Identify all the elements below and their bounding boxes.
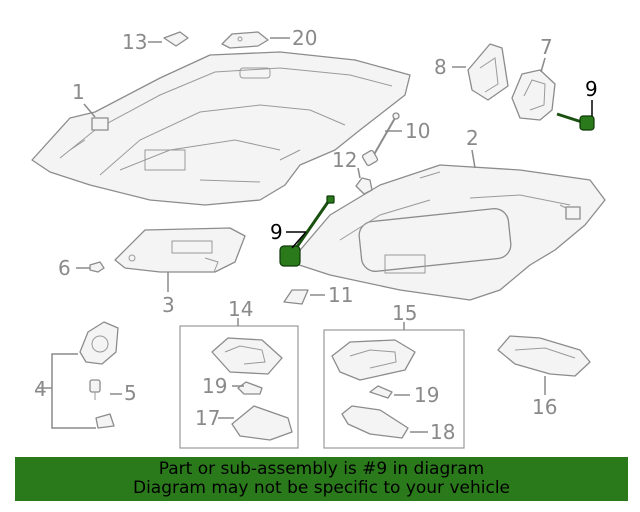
callout-11: 11 (328, 283, 353, 307)
screw-part-5 (89, 379, 101, 400)
callout-16: 16 (532, 395, 557, 419)
harness-part-10 (361, 112, 400, 167)
callout-2: 2 (466, 126, 479, 150)
callout-12: 12 (332, 148, 357, 172)
callout-5: 5 (124, 381, 137, 405)
console-part-16 (497, 335, 591, 377)
headliner-part-1 (31, 51, 411, 206)
lamp-part-4 (79, 321, 119, 429)
callout-9-harness: 9 (270, 220, 283, 244)
callout-7: 7 (540, 35, 553, 59)
callout-9-bolt: 9 (585, 77, 598, 101)
highlighted-part-9-harness (279, 195, 335, 267)
callout-13: 13 (122, 30, 147, 54)
assembly-box-14 (179, 325, 299, 449)
headliner-part-2 (289, 164, 606, 301)
clip-part-12 (355, 177, 373, 195)
callout-19-box15: 19 (414, 383, 439, 407)
banner-line-2: Diagram may not be specific to your vehi… (132, 478, 510, 498)
callout-18: 18 (430, 420, 455, 444)
callout-15: 15 (392, 301, 417, 325)
callout-20: 20 (292, 26, 317, 50)
assembly-box-15 (323, 329, 465, 449)
callout-6: 6 (58, 256, 71, 280)
handle-part-8 (467, 43, 509, 101)
callout-1: 1 (72, 80, 85, 104)
callout-10: 10 (405, 119, 430, 143)
callout-19-box14: 19 (202, 374, 227, 398)
leader-lines (38, 37, 593, 433)
clip-part-13 (163, 31, 189, 47)
bezel-part-11 (283, 289, 309, 305)
highlighted-part-9-bolt (556, 112, 595, 131)
sun-visor-part-3 (114, 227, 246, 273)
hook-part-7 (511, 69, 556, 121)
clip-part-6 (89, 261, 105, 273)
banner-line-1: Part or sub-assembly is #9 in diagram (158, 459, 485, 479)
callout-3: 3 (162, 293, 175, 317)
bracket-part-20 (221, 31, 269, 49)
callout-8: 8 (434, 55, 447, 79)
callout-labels: 1 2 3 4 5 6 7 8 9 9 10 11 12 13 14 15 16… (34, 26, 598, 444)
callout-17: 17 (195, 406, 220, 430)
callout-4: 4 (34, 377, 47, 401)
callout-14: 14 (228, 297, 253, 321)
info-banner: Part or sub-assembly is #9 in diagram Di… (15, 457, 628, 501)
